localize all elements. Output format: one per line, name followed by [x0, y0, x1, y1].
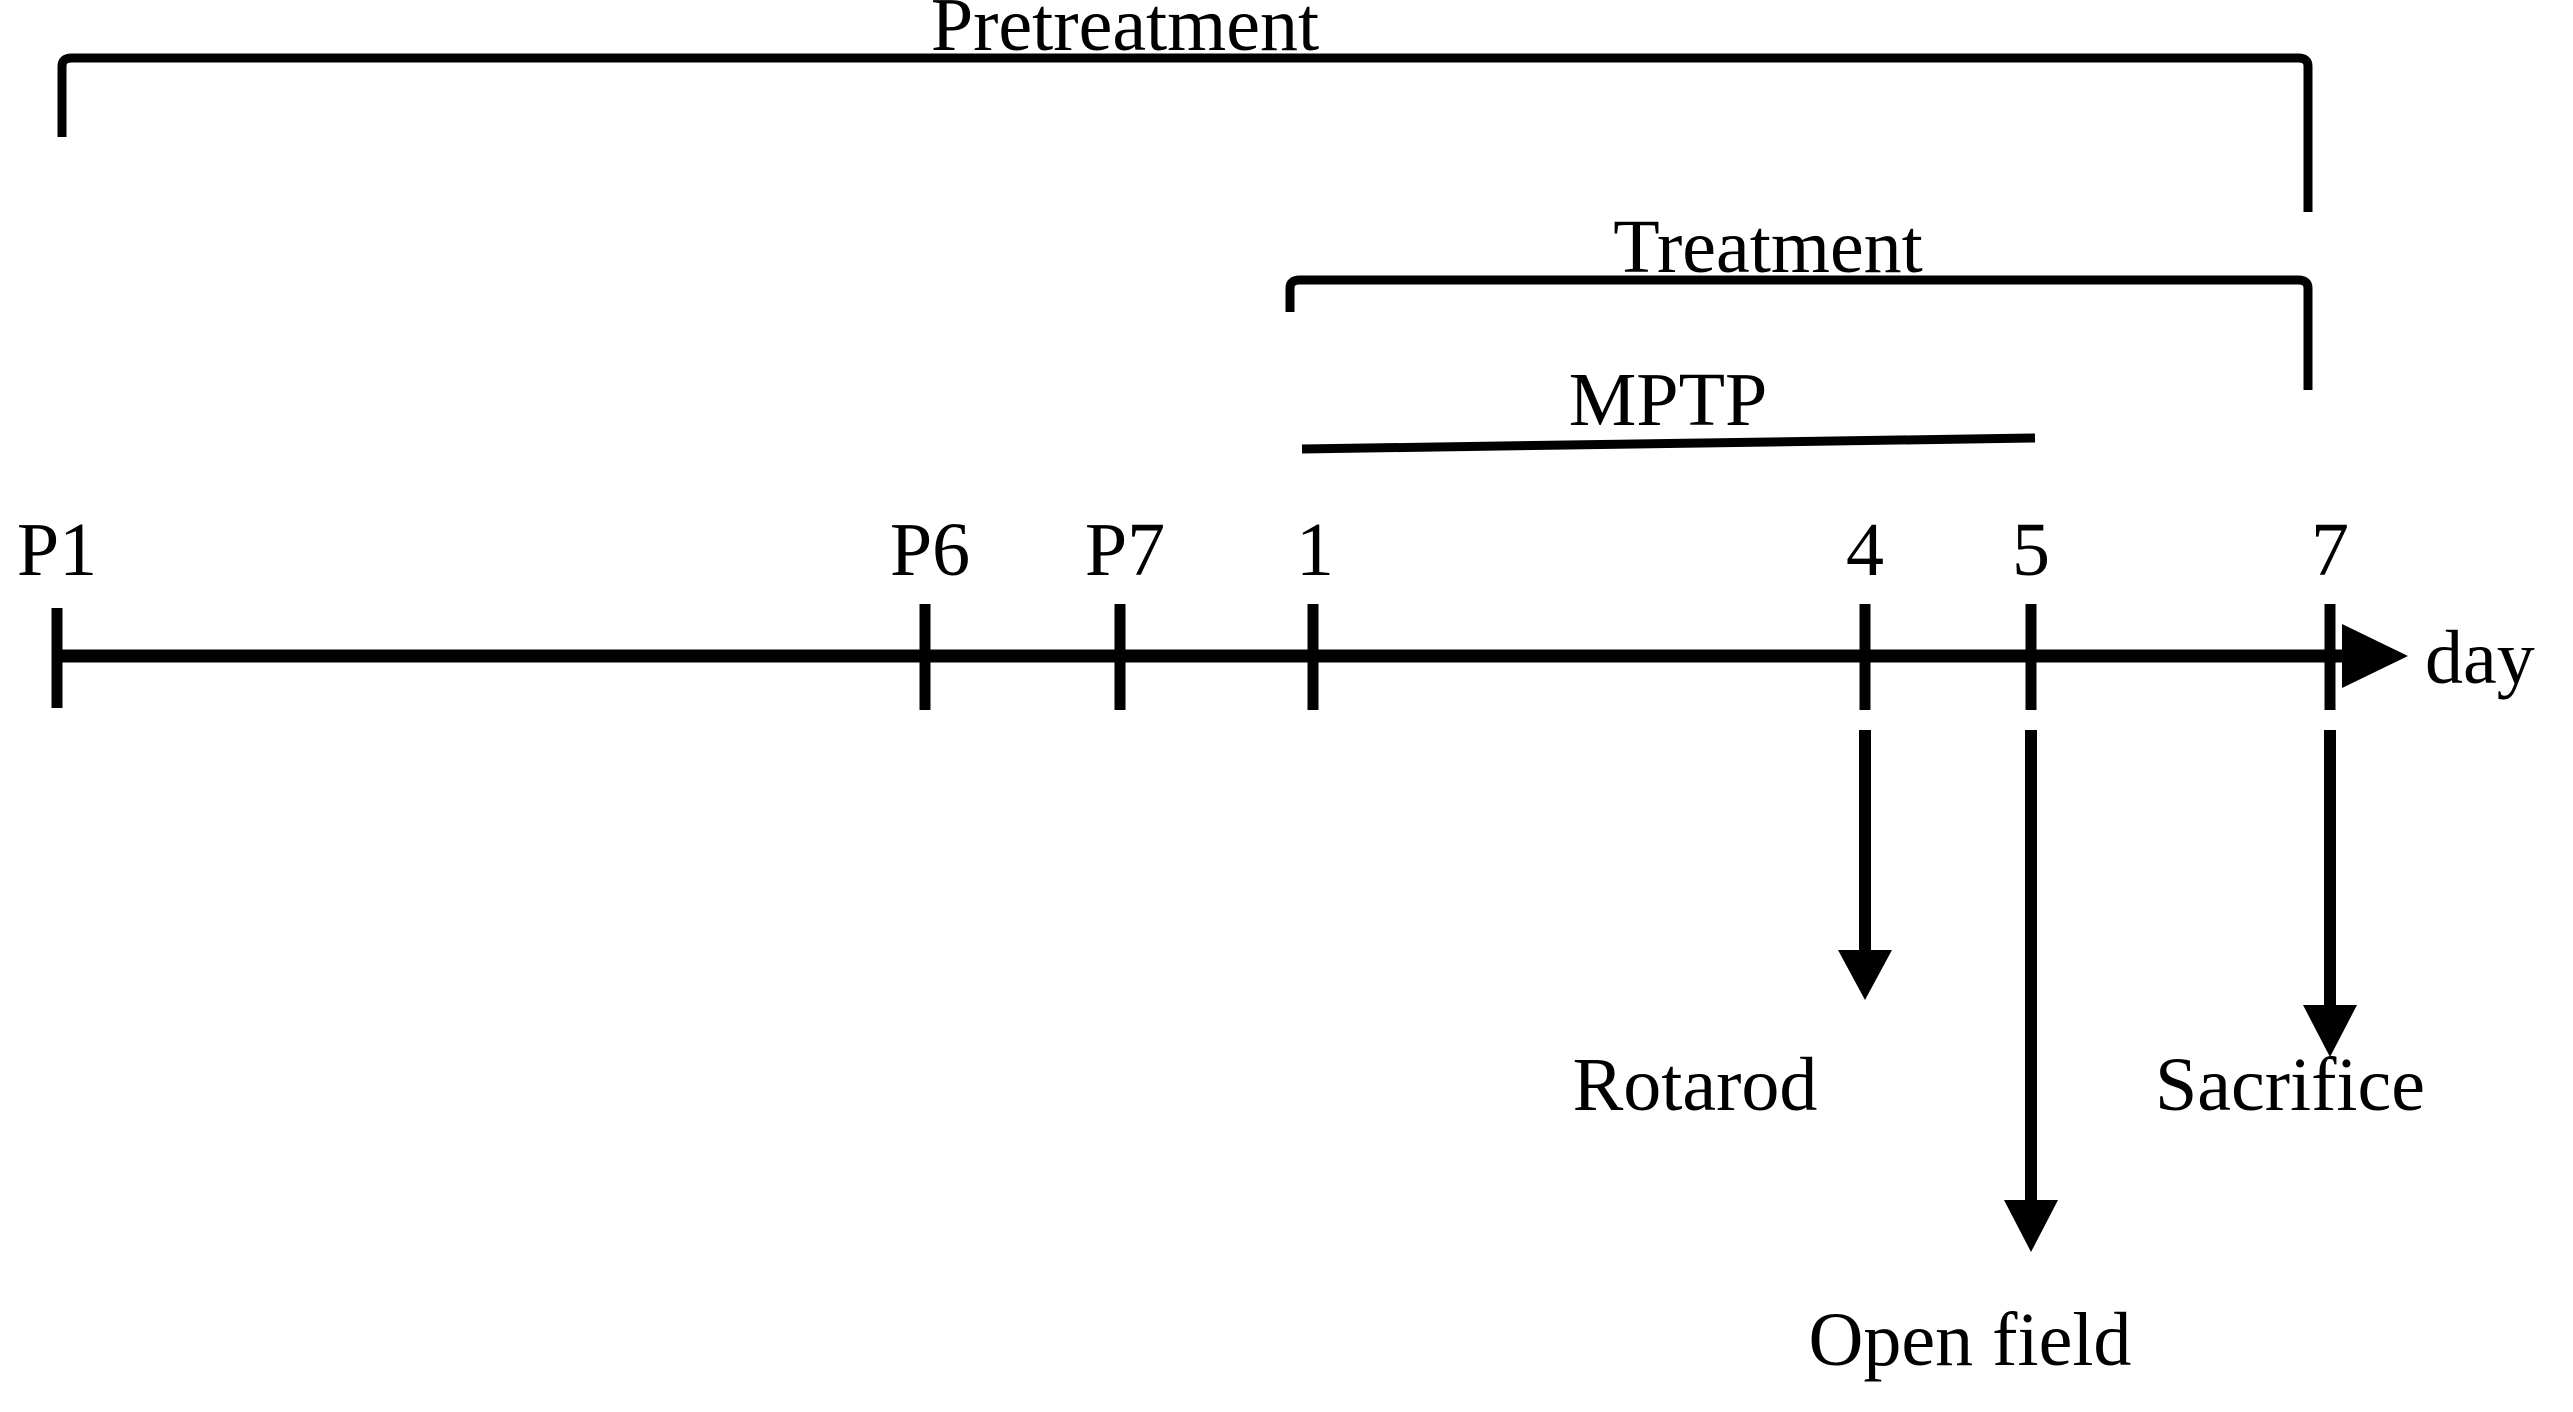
rotarod-label: Rotarod [1573, 1043, 1818, 1127]
tick-label-p6: P6 [890, 508, 970, 592]
tick-label-day1: 1 [1296, 508, 1334, 592]
treatment-label: Treatment [1613, 205, 1923, 289]
open-field-arrowhead [2004, 1200, 2058, 1252]
mptp-span-bar [1301, 433, 2036, 454]
pretreatment-bracket [57, 53, 2313, 212]
tick-label-day4: 4 [1846, 508, 1884, 592]
open-field-label: Open field [1809, 1298, 2132, 1382]
rotarod-event-arrow [1838, 730, 1892, 1000]
tick-label-p7: P7 [1085, 508, 1165, 592]
treatment-bracket [1285, 275, 2313, 390]
time-axis-line [57, 624, 2408, 688]
tick-label-day5: 5 [2012, 508, 2050, 592]
axis-label-day: day [2425, 616, 2535, 700]
tick-label-p1: P1 [17, 508, 97, 592]
rotarod-arrowhead [1838, 950, 1892, 1000]
open-field-event-arrow [2004, 730, 2058, 1252]
mptp-label: MPTP [1569, 358, 1768, 442]
sacrifice-arrowhead [2303, 1005, 2357, 1057]
tick-label-day7: 7 [2311, 508, 2349, 592]
pretreatment-label: Pretreatment [931, 0, 1319, 67]
sacrifice-event-arrow [2303, 730, 2357, 1057]
axis-arrowhead [2342, 624, 2408, 688]
axis-tick-marks [51, 604, 2336, 710]
sacrifice-label: Sacrifice [2155, 1043, 2425, 1127]
